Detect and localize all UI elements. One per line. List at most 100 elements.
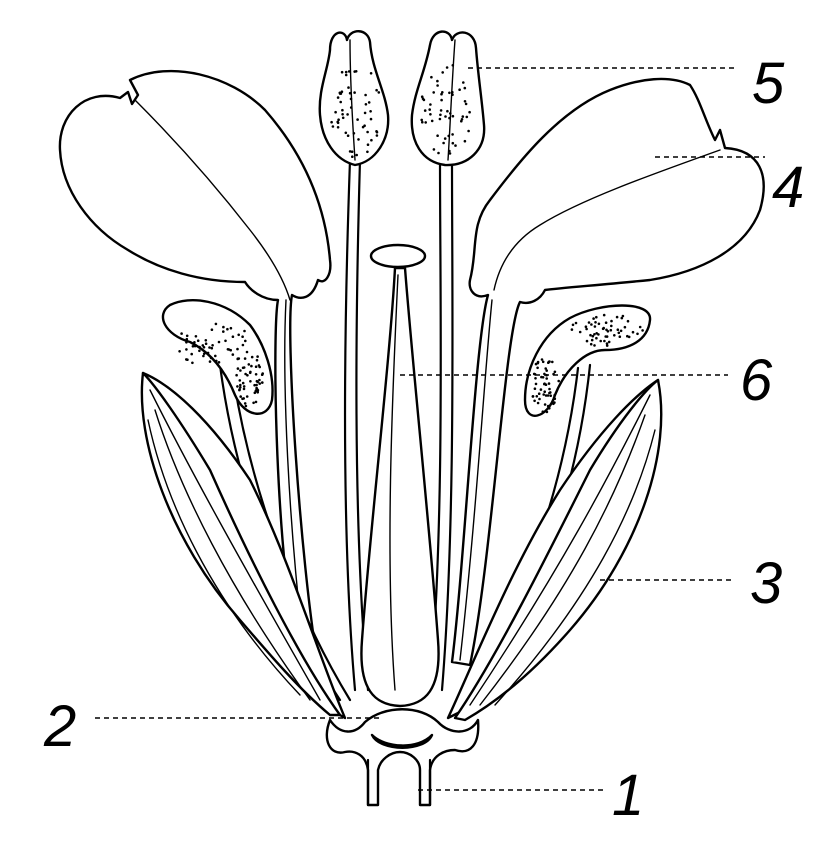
stipple-dot: [241, 366, 245, 370]
stipple-dot: [369, 72, 373, 75]
stipple-dot: [255, 383, 258, 387]
stipple-dot: [364, 103, 368, 106]
stamen-long-left: [318, 30, 390, 692]
stipple-dot: [239, 386, 242, 389]
stipple-dot: [231, 353, 235, 356]
stipple-dot: [536, 401, 540, 405]
stipple-dot: [593, 333, 596, 336]
stipple-dot: [547, 382, 551, 385]
stipple-dot: [557, 379, 560, 383]
stipple-dot: [239, 369, 242, 372]
stipple-dot: [605, 342, 609, 345]
stipple-dot: [638, 325, 642, 329]
stipple-dot: [214, 322, 218, 326]
stipple-dot: [258, 365, 262, 369]
stipple-dot: [534, 362, 538, 366]
stipple-dot: [603, 339, 606, 343]
stipple-dot: [543, 403, 547, 406]
stipple-dot: [587, 321, 591, 324]
stipple-dot: [610, 319, 613, 323]
stipple-dot: [180, 332, 183, 335]
stipple-dot: [463, 86, 467, 90]
stipple-dot: [578, 330, 582, 334]
stipple-dot: [241, 381, 245, 385]
stipple-dot: [636, 332, 639, 336]
stipple-dot: [444, 115, 447, 118]
stipple-dot: [546, 394, 550, 397]
stipple-dot: [420, 118, 424, 122]
stipple-dot: [545, 377, 548, 380]
stipple-dot: [538, 397, 541, 401]
stipple-dot: [356, 118, 359, 121]
stipple-dot: [448, 116, 451, 120]
stipple-dot: [202, 352, 206, 356]
stipple-dot: [545, 410, 549, 414]
stipple-dot: [531, 395, 535, 398]
stipple-dot: [238, 388, 241, 392]
stipple-dot: [375, 130, 379, 134]
stipple-dot: [432, 91, 436, 94]
stipple-dot: [548, 407, 551, 410]
stipple-dot: [460, 118, 464, 121]
stipple-dot: [544, 367, 547, 370]
stipple-dot: [363, 111, 367, 115]
stipple-dot: [224, 339, 227, 343]
stipple-dot: [437, 151, 440, 155]
stipple-dot: [193, 344, 197, 348]
stipple-dot: [260, 373, 264, 377]
stipple-dot: [348, 91, 352, 95]
stipple-dot: [421, 120, 424, 124]
stipple-dot: [440, 98, 443, 102]
stipple-dot: [553, 370, 557, 374]
stipple-dot: [597, 333, 600, 336]
stipple-dot: [253, 391, 257, 395]
stipple-dot: [239, 383, 242, 387]
stipple-dot: [357, 138, 360, 141]
stipple-dot: [201, 344, 205, 347]
stipple-dot: [330, 120, 333, 124]
stipple-dot: [243, 402, 247, 405]
stipple-dot: [552, 402, 555, 406]
stipple-dot: [249, 380, 252, 383]
stipple-dot: [448, 91, 451, 95]
stipple-dot: [214, 354, 217, 358]
stipple-dot: [533, 387, 537, 391]
stipple-dot: [208, 360, 212, 363]
stipple-dot: [553, 397, 557, 401]
label-6: 6: [740, 348, 773, 413]
stipple-dot: [464, 102, 468, 106]
stipple-dot: [226, 327, 229, 331]
stipple-dot: [590, 323, 593, 326]
sepal-left: [140, 371, 347, 720]
stipple-dot: [366, 143, 370, 146]
stipple-dot: [211, 344, 214, 347]
stipple-dot: [364, 93, 367, 97]
petal-right: [450, 77, 765, 667]
stipple-dot: [551, 360, 554, 364]
stipple-dot: [436, 84, 439, 87]
stipple-dot: [446, 109, 449, 113]
stipple-dot: [254, 373, 258, 376]
stipple-dot: [222, 325, 225, 329]
stipple-dot: [361, 125, 365, 129]
stipple-dot: [439, 109, 443, 112]
stipple-dot: [545, 369, 548, 372]
stipple-dot: [540, 358, 544, 361]
stipple-dot: [236, 347, 239, 351]
stipple-dot: [541, 410, 545, 414]
stipple-dot: [196, 339, 200, 343]
stipple-dot: [461, 115, 465, 118]
stipple-dot: [599, 339, 602, 343]
stipple-dot: [347, 70, 351, 73]
stipple-dot: [617, 331, 621, 335]
anther-texture: [178, 64, 644, 414]
stipple-dot: [627, 335, 631, 339]
stipple-dot: [245, 350, 249, 354]
stipple-dot: [421, 97, 425, 100]
stipple-dot: [352, 132, 356, 135]
stipple-dot: [206, 351, 210, 355]
stipple-dot: [186, 358, 189, 362]
stipple-dot: [341, 108, 344, 112]
stipple-dot: [191, 345, 195, 348]
stipple-dot: [241, 335, 244, 339]
